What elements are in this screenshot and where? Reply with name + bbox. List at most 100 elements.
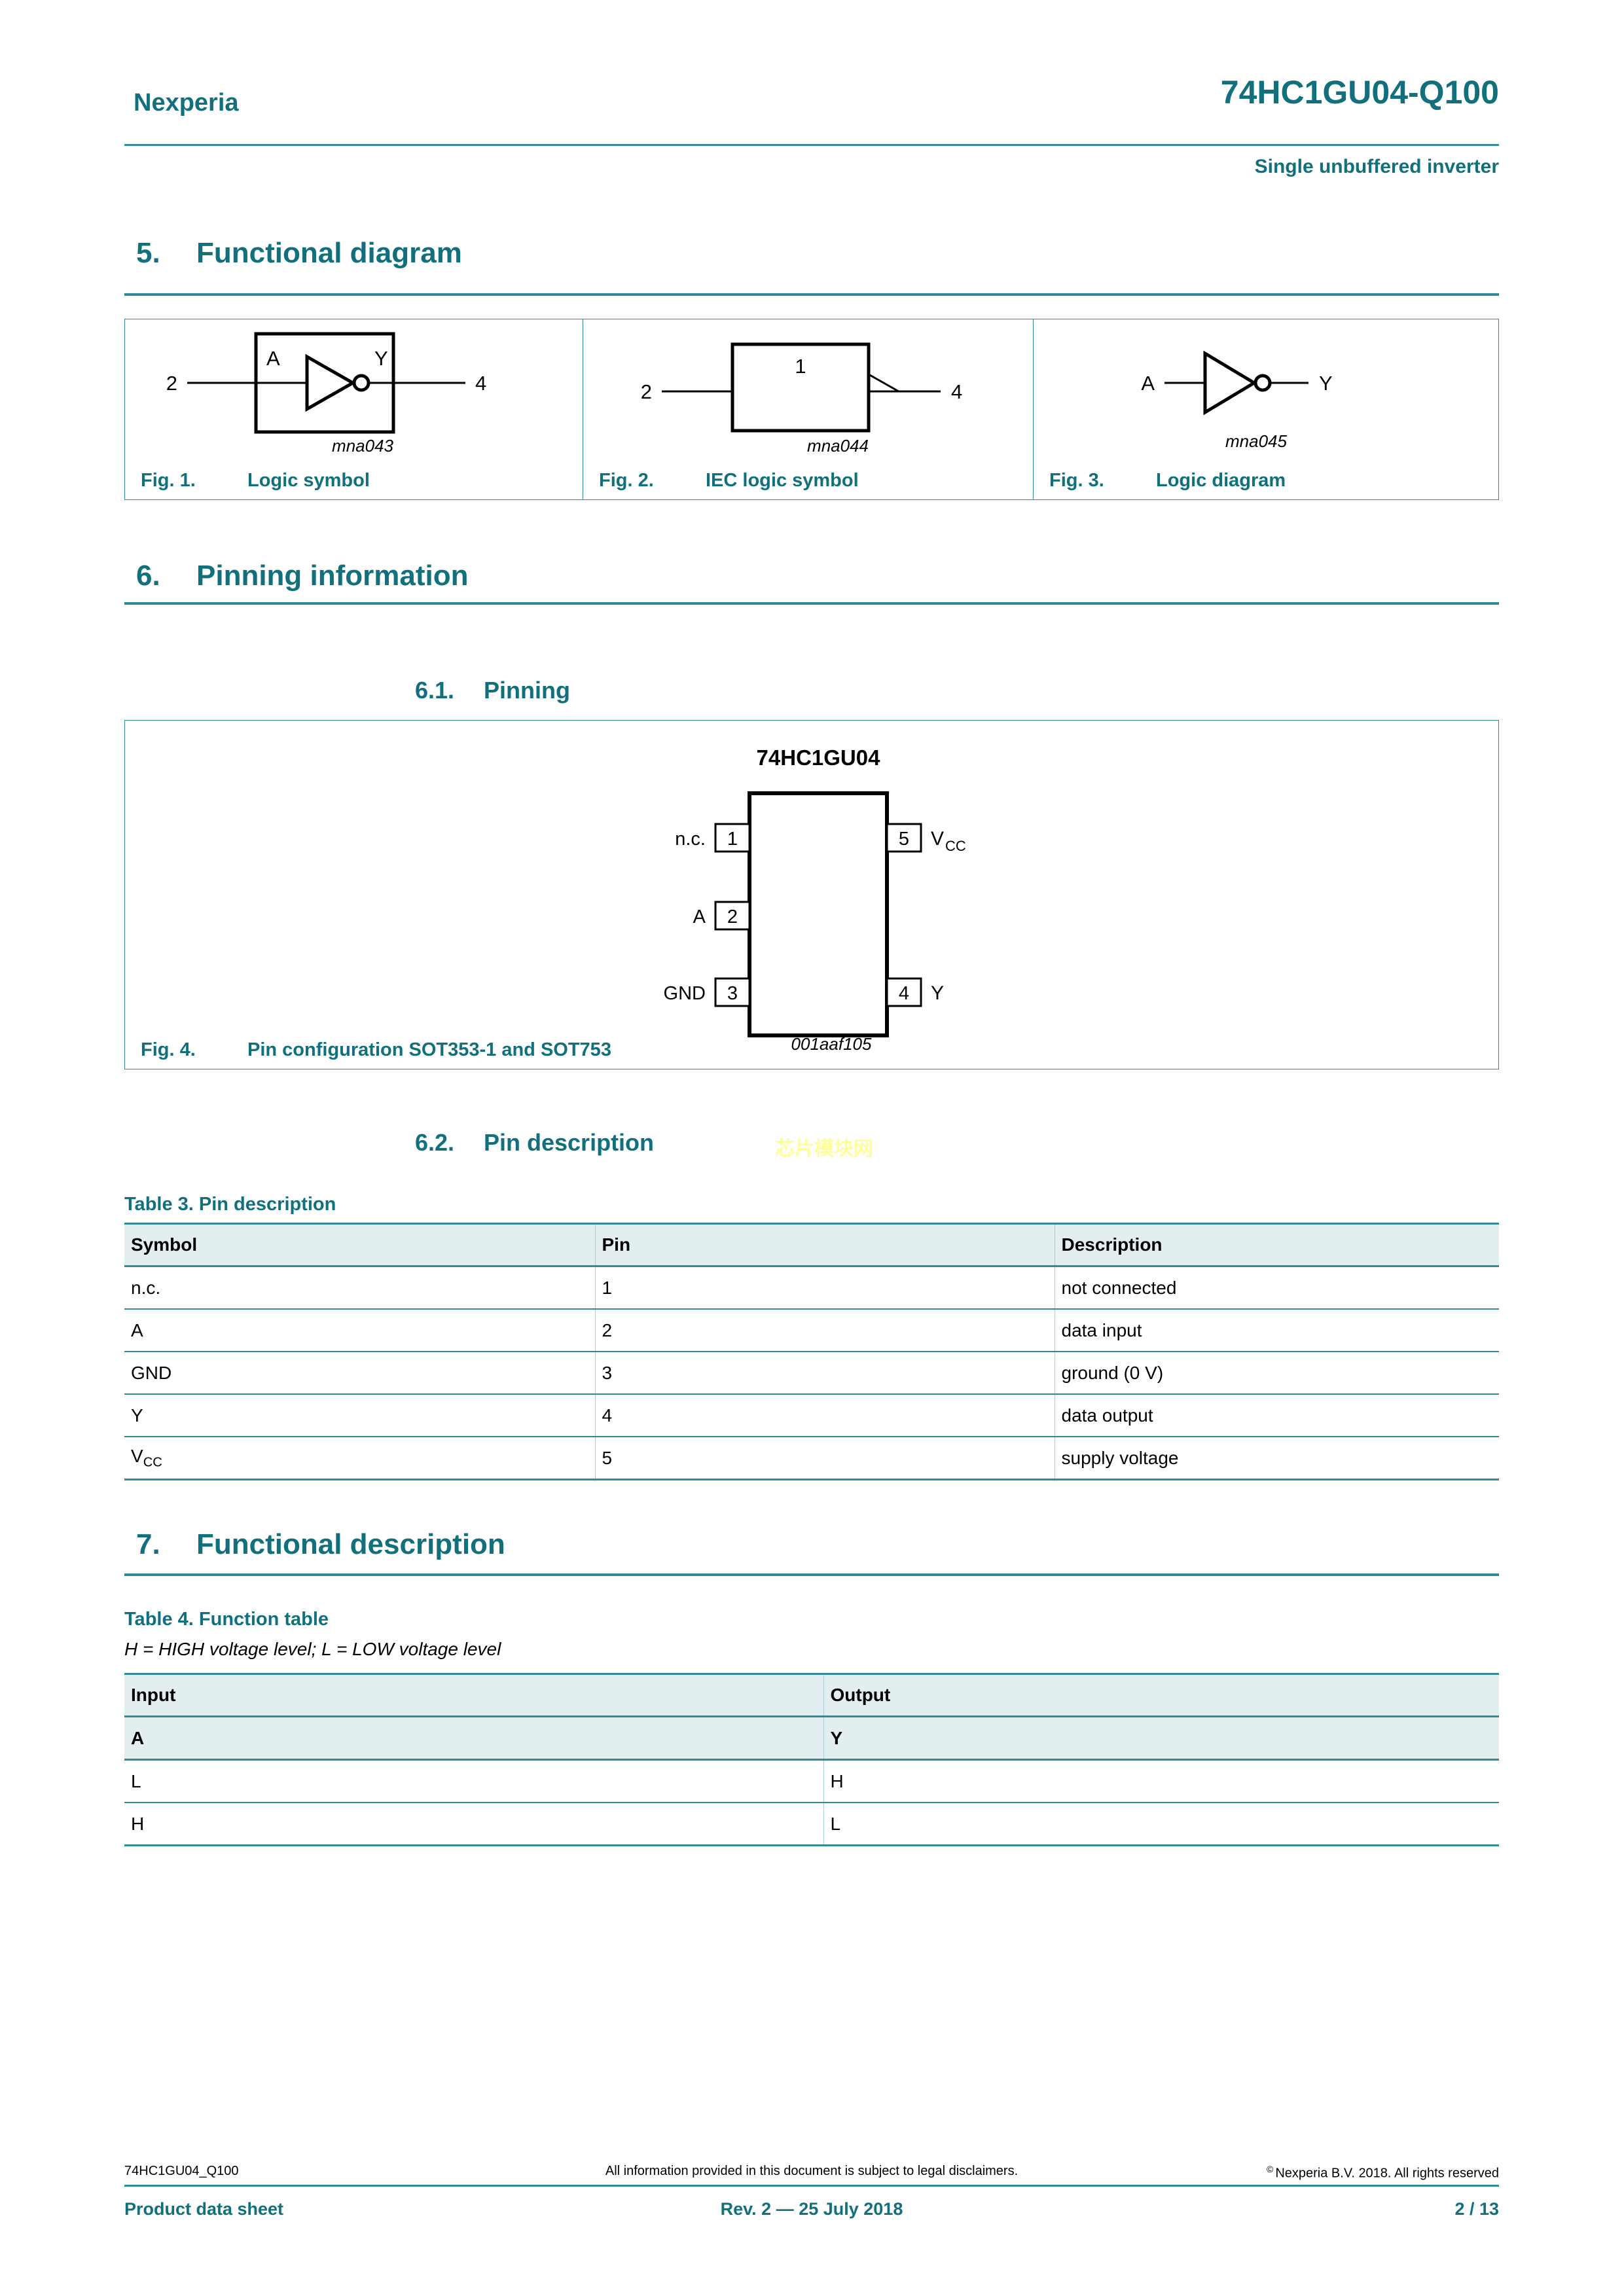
column-header-description: Description (1054, 1223, 1499, 1267)
table-row: GND 3 ground (0 V) (124, 1352, 1499, 1395)
table-row: H L (124, 1803, 1499, 1846)
footer-page-indicator: 2 / 13 (1454, 2199, 1499, 2219)
svg-text:CC: CC (945, 838, 966, 854)
pin-description-table: Symbol Pin Description n.c. 1 not connec… (124, 1223, 1499, 1480)
pin-symbol: V (131, 1445, 143, 1466)
pin-desc: ground (0 V) (1054, 1352, 1499, 1395)
figure-4-caption: Fig. 4.Pin configuration SOT353-1 and SO… (141, 1039, 611, 1060)
footer-copyright: ©Nexperia B.V. 2018. All rights reserved (1267, 2164, 1499, 2181)
section-6-1-number: 6.1. (415, 677, 455, 704)
svg-text:74HC1GU04: 74HC1GU04 (757, 745, 881, 770)
section-7-heading: 7. Functional description (136, 1528, 505, 1561)
pin-symbol: n.c. (131, 1277, 161, 1298)
pin-symbol: A (131, 1319, 143, 1340)
svg-text:A: A (1141, 372, 1155, 395)
section-6-1-heading: 6.1.Pinning (415, 677, 570, 704)
svg-text:V: V (931, 828, 944, 850)
footer-doc-type: Product data sheet (124, 2199, 284, 2219)
subheader-output-y: Y (823, 1716, 1499, 1761)
pin-number: 2 (594, 1309, 1055, 1352)
section-5-heading: 5. Functional diagram (136, 237, 462, 270)
footer-revision: Rev. 2 — 25 July 2018 (720, 2199, 903, 2219)
table-row: VCC 5 supply voltage (124, 1437, 1499, 1480)
svg-text:2: 2 (641, 380, 652, 403)
column-header-symbol: Symbol (124, 1223, 595, 1267)
column-header-pin: Pin (594, 1223, 1055, 1267)
watermark-text: 芯片模块网 (775, 1138, 873, 1160)
output-value: L (823, 1803, 1499, 1846)
figure-3-caption: Fig. 3.Logic diagram (1049, 470, 1286, 491)
figure-2-caption: Fig. 2.IEC logic symbol (599, 470, 859, 491)
svg-text:2: 2 (166, 372, 177, 395)
table-row: Y 4 data output (124, 1394, 1499, 1437)
pin-symbol-subscript: CC (143, 1455, 162, 1470)
svg-text:n.c.: n.c. (675, 829, 706, 850)
section-6-rule (124, 602, 1499, 605)
svg-text:mna045: mna045 (1225, 431, 1287, 451)
brand-logo-text: Nexperia (134, 89, 239, 117)
table-4-title: Table 4. Function table (124, 1609, 329, 1630)
pin-desc: data input (1054, 1309, 1499, 1352)
input-value: H (124, 1803, 823, 1846)
table-row: A 2 data input (124, 1309, 1499, 1352)
figure-1: 2 A Y 4 mna043 Fig. 1.Logic symbol (125, 319, 583, 499)
table-header-row: Symbol Pin Description (124, 1223, 1499, 1267)
pin-desc: not connected (1054, 1266, 1499, 1310)
pin-configuration-diagram: 74HC1GU04 1 n.c. 2 A 3 GND 5 V CC 4 Y 00… (664, 745, 966, 1052)
table-row: L H (124, 1759, 1499, 1803)
figure-3: A Y mna045 Fig. 3.Logic diagram (1033, 319, 1498, 499)
svg-text:mna044: mna044 (807, 436, 869, 456)
pin-desc: data output (1054, 1394, 1499, 1437)
table-header-row: Input Output (124, 1674, 1499, 1717)
svg-text:Y: Y (931, 982, 944, 1004)
part-number-title: 74HC1GU04-Q100 (1220, 74, 1499, 111)
svg-text:5: 5 (899, 829, 909, 850)
logic-diagram: A Y mna045 (1141, 350, 1333, 451)
svg-text:GND: GND (664, 983, 706, 1004)
svg-text:1: 1 (727, 829, 738, 850)
section-6-2-number: 6.2. (415, 1129, 455, 1156)
section-7-number: 7. (136, 1528, 160, 1560)
table-subheader-row: A Y (124, 1716, 1499, 1761)
section-5-number: 5. (136, 237, 160, 269)
section-6-2-heading: 6.2. Pin description (415, 1129, 654, 1157)
section-6-2-title: Pin description (484, 1129, 655, 1156)
logic-symbol-diagram: 2 A Y 4 mna043 (166, 332, 486, 456)
functional-diagram-figures: 2 A Y 4 mna043 Fig. 1.Logic symbol 1 2 (124, 319, 1499, 500)
svg-text:4: 4 (899, 983, 909, 1004)
section-6-number: 6. (136, 560, 160, 592)
svg-text:A: A (693, 906, 706, 927)
iec-logic-symbol-diagram: 1 2 4 mna044 (641, 342, 962, 456)
pin-symbol: GND (131, 1362, 172, 1383)
section-5-title: Functional diagram (196, 237, 462, 269)
table-4-note: H = HIGH voltage level; L = LOW voltage … (124, 1639, 501, 1659)
section-7-rule (124, 1573, 1499, 1576)
header-rule (124, 144, 1499, 146)
pin-number: 3 (594, 1352, 1055, 1395)
footer-doc-id: 74HC1GU04_Q100 (124, 2164, 239, 2178)
svg-text:3: 3 (727, 983, 738, 1004)
section-6-heading: 6.Pinning information (136, 560, 469, 592)
figure-1-caption: Fig. 1.Logic symbol (141, 470, 370, 491)
pin-number: 1 (594, 1266, 1055, 1310)
table-row: n.c. 1 not connected (124, 1266, 1499, 1310)
footer-disclaimer: All information provided in this documen… (605, 2164, 1019, 2178)
table-3-title: Table 3. Pin description (124, 1194, 336, 1215)
column-header-input: Input (124, 1674, 823, 1717)
subheader-input-a: A (124, 1716, 823, 1761)
svg-text:2: 2 (727, 906, 738, 927)
footer-rule (124, 2185, 1499, 2187)
pin-desc: supply voltage (1054, 1437, 1499, 1480)
svg-text:Y: Y (1319, 372, 1333, 395)
pin-number: 4 (594, 1394, 1055, 1437)
pin-number: 5 (594, 1437, 1055, 1480)
page-subtitle: Single unbuffered inverter (1254, 156, 1499, 177)
svg-text:001aaf105: 001aaf105 (791, 1034, 872, 1052)
svg-text:A: A (266, 347, 280, 370)
function-table: Input Output A Y L H H L (124, 1673, 1499, 1846)
section-7-title: Functional description (196, 1528, 505, 1560)
input-value: L (124, 1759, 823, 1803)
output-value: H (823, 1759, 1499, 1803)
svg-text:4: 4 (951, 380, 962, 403)
